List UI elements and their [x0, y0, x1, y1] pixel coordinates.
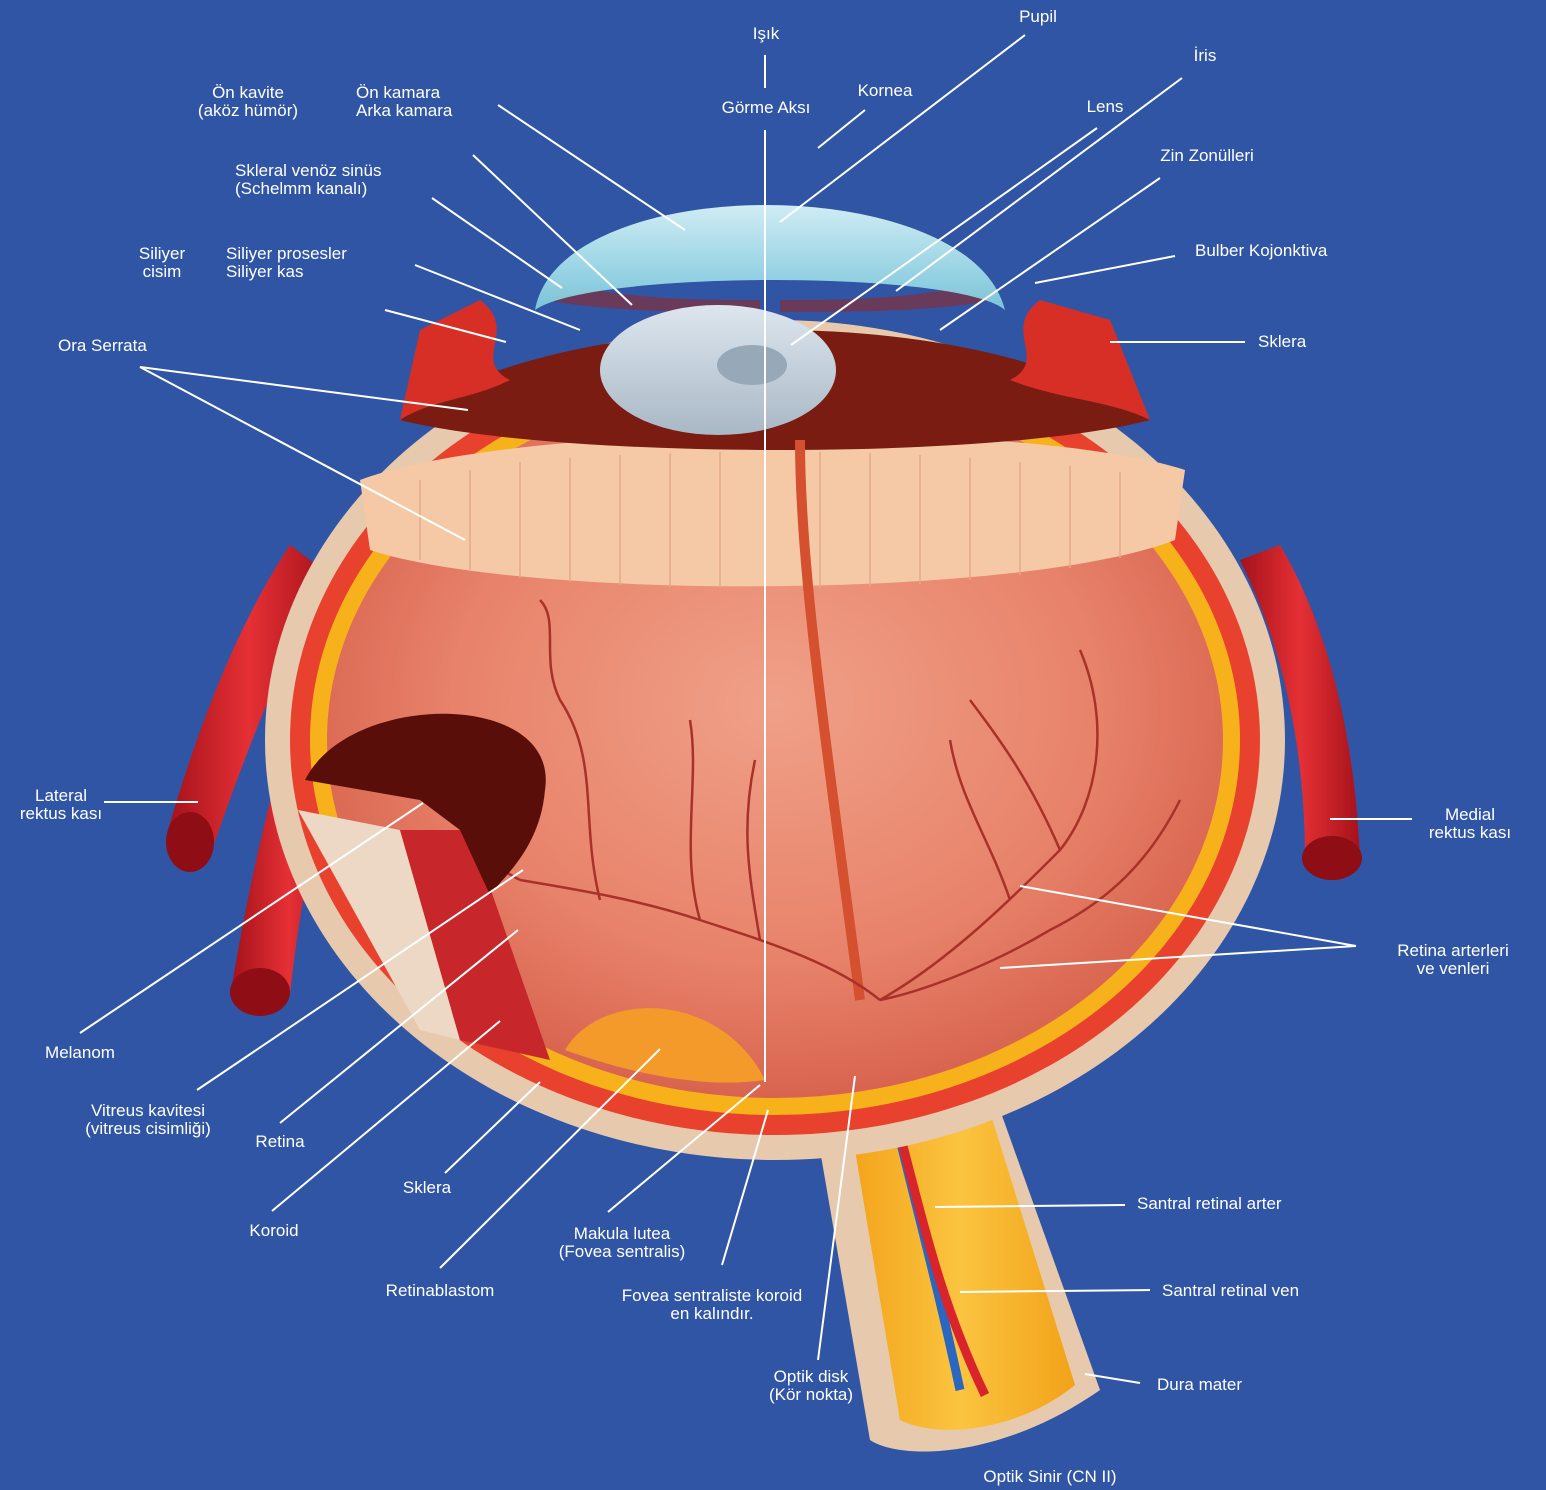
label-melanoma: Melanom	[45, 1044, 115, 1062]
label-optic-disc: Optik disk(Kör nokta)	[769, 1368, 853, 1404]
label-scleral-venous-sinus: Skleral venöz sinüs(Schelmm kanalı)	[235, 162, 381, 198]
label-choroid: Koroid	[249, 1222, 298, 1240]
label-dura-mater: Dura mater	[1157, 1376, 1242, 1394]
label-bulbar-conjunctiva: Bulber Kojonktiva	[1195, 242, 1327, 260]
label-visual-axis: Görme Aksı	[722, 99, 811, 117]
label-anterior-cavity: Ön kavite(aköz hümör)	[198, 84, 298, 120]
label-iris: İris	[1194, 47, 1217, 65]
label-sclera-bottom: Sklera	[403, 1179, 451, 1197]
label-cornea: Kornea	[858, 82, 913, 100]
label-central-retinal-vein: Santral retinal ven	[1162, 1282, 1299, 1300]
label-macula-lutea: Makula lutea(Fovea sentralis)	[559, 1225, 686, 1261]
label-retinoblastoma: Retinablastom	[386, 1282, 495, 1300]
label-light: Işık	[753, 25, 779, 43]
label-sclera-right: Sklera	[1258, 333, 1306, 351]
label-central-retinal-artery: Santral retinal arter	[1137, 1195, 1282, 1213]
label-ora-serrata: Ora Serrata	[58, 337, 147, 355]
label-zonules: Zin Zonülleri	[1160, 147, 1254, 165]
label-vitreous-cavity: Vitreus kavitesi(vitreus cisimliği)	[85, 1102, 211, 1138]
label-optic-nerve: Optik Sinir (CN II)	[983, 1468, 1116, 1486]
lens	[600, 305, 836, 435]
label-lens: Lens	[1087, 98, 1124, 116]
label-retina: Retina	[255, 1133, 304, 1151]
ciliary-band	[360, 434, 1185, 587]
label-pupil: Pupil	[1019, 8, 1057, 26]
